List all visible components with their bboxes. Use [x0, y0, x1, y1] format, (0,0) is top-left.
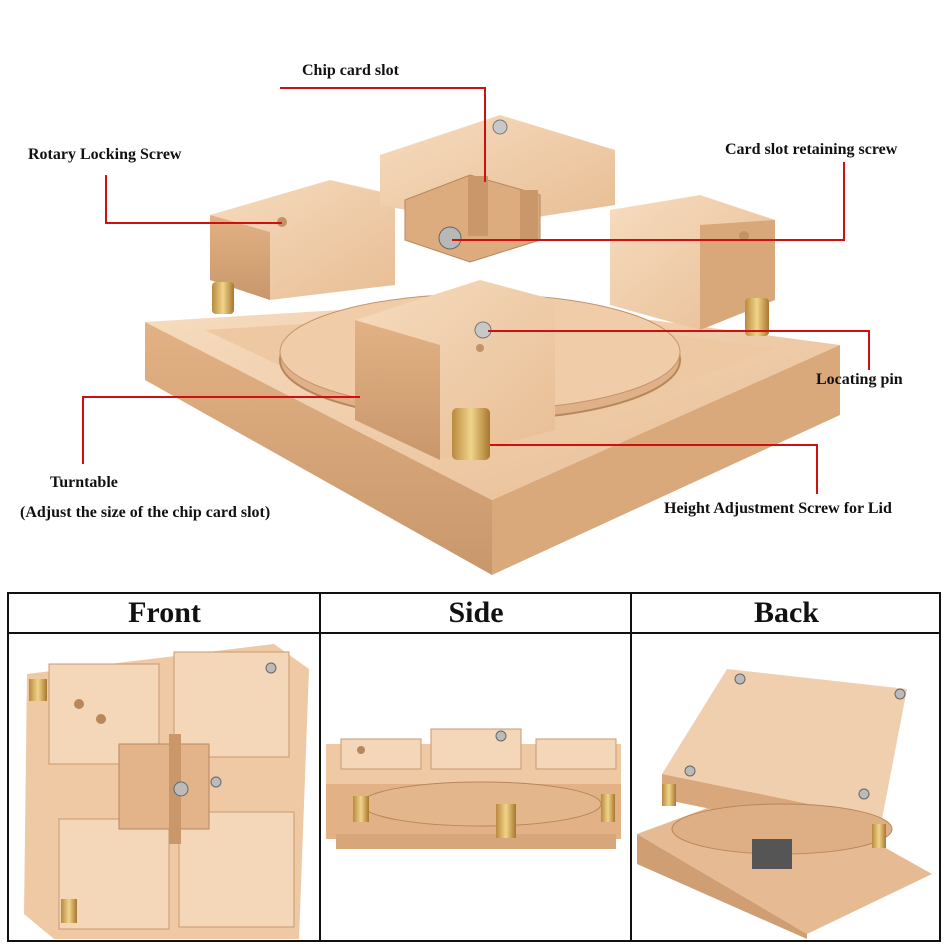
leader-height-h [490, 444, 818, 446]
base-plate-side-left [145, 322, 492, 575]
side-view-image [321, 634, 630, 940]
leader-retaining-h [452, 239, 845, 241]
column-divider [630, 594, 632, 940]
header-front: Front [9, 594, 320, 634]
callout-turntable-note: (Adjust the size of the chip card slot) [20, 504, 271, 521]
product-illustration [145, 115, 840, 575]
height-screw-front [452, 408, 490, 460]
base-plate-side-right [492, 345, 840, 575]
callout-height-adjustment-screw: Height Adjustment Screw for Lid [664, 500, 892, 517]
height-screw-right [745, 298, 769, 336]
leader-rotary-h [105, 222, 282, 224]
leader-chip-card-slot-h [280, 87, 485, 89]
leader-chip-card-slot-v [484, 87, 486, 182]
leader-rotary-v [105, 175, 107, 223]
callout-card-slot-retaining-screw: Card slot retaining screw [725, 141, 898, 158]
leader-pin-v [868, 330, 870, 370]
header-back: Back [632, 594, 941, 634]
callout-rotary-locking-screw: Rotary Locking Screw [28, 146, 182, 163]
views-table: Front Side Back [7, 592, 941, 942]
back-view-image [632, 634, 941, 940]
leader-retaining-v [843, 162, 845, 240]
leader-height-v [816, 444, 818, 494]
retaining-screw [438, 226, 462, 250]
header-side: Side [320, 594, 632, 634]
leader-pin-h [488, 330, 870, 332]
front-view-image [9, 634, 319, 940]
callout-locating-pin: Locating pin [816, 371, 903, 388]
leader-turntable-v [82, 396, 84, 464]
height-screw-left [212, 282, 234, 314]
leader-turntable-h [82, 396, 360, 398]
callout-turntable: Turntable [50, 474, 118, 491]
column-divider [319, 594, 321, 940]
callout-chip-card-slot: Chip card slot [302, 62, 399, 79]
